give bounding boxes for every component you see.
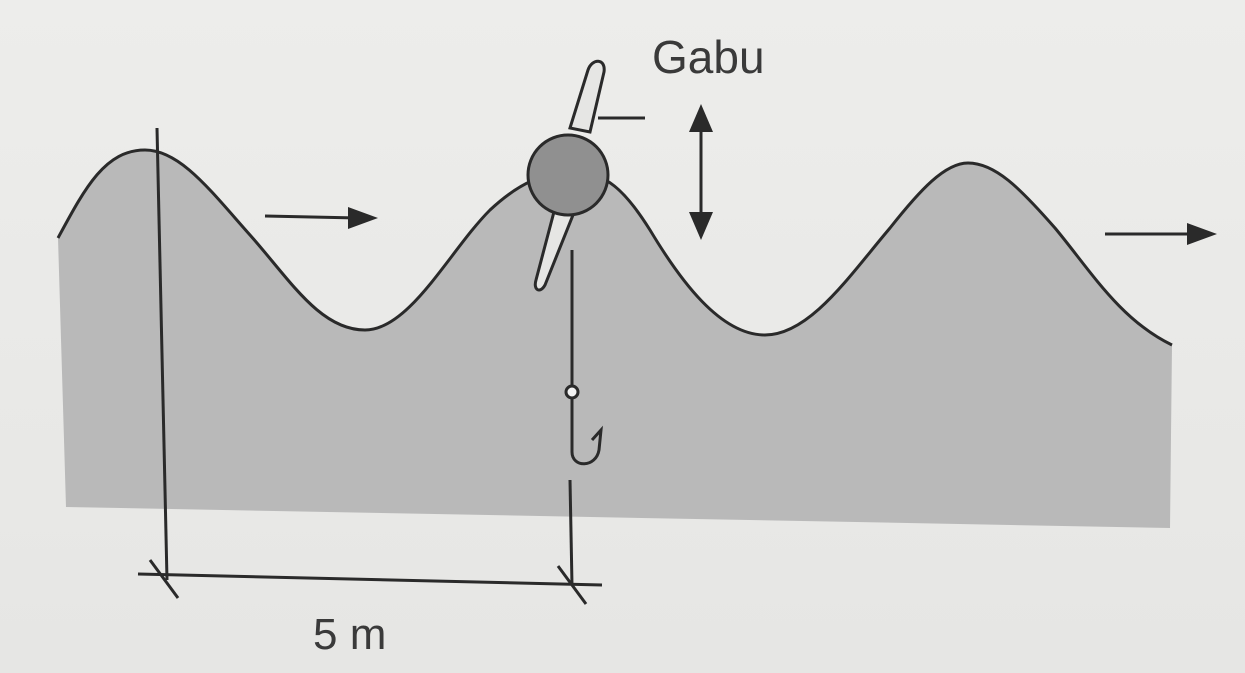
dimension-tick-left (148, 559, 180, 599)
distance-label: 5 m (313, 610, 387, 659)
wave-direction-arrow-shaft-1 (264, 214, 359, 220)
oscillation-arrow-up-head (689, 104, 713, 132)
float-lower-stick (533, 206, 578, 292)
distance-dimension-line (137, 572, 603, 587)
wave-surface-line (56, 148, 1173, 347)
float-ball (526, 133, 610, 217)
float-label: Gabu (652, 31, 765, 83)
wave-direction-arrow-head-2 (1187, 223, 1217, 245)
float-upper-stick (568, 59, 606, 134)
water-wave-area (58, 150, 1172, 528)
fish-hook-icon (570, 398, 603, 466)
right-reference-line (568, 479, 574, 586)
line-knot (564, 384, 580, 400)
left-reference-line (155, 127, 169, 581)
wave-direction-arrow-head-1 (348, 207, 378, 229)
oscillation-arrow-down-head (689, 212, 713, 240)
dimension-tick-right (556, 565, 588, 605)
